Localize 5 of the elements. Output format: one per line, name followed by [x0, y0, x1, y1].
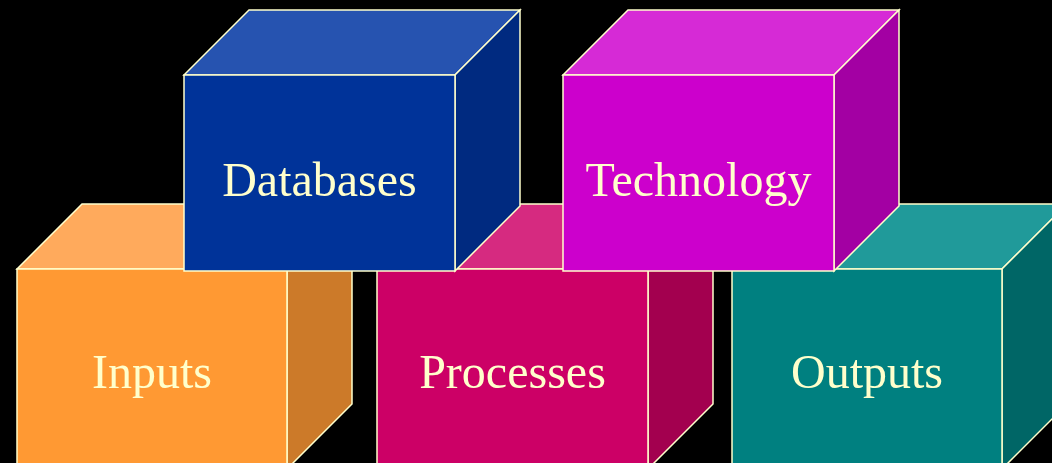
cube-label: Processes — [419, 345, 606, 399]
cube-label: Inputs — [92, 345, 212, 399]
cube-label: Databases — [222, 153, 417, 207]
cube-label: Outputs — [791, 345, 943, 399]
cube-label: Technology — [585, 153, 812, 207]
